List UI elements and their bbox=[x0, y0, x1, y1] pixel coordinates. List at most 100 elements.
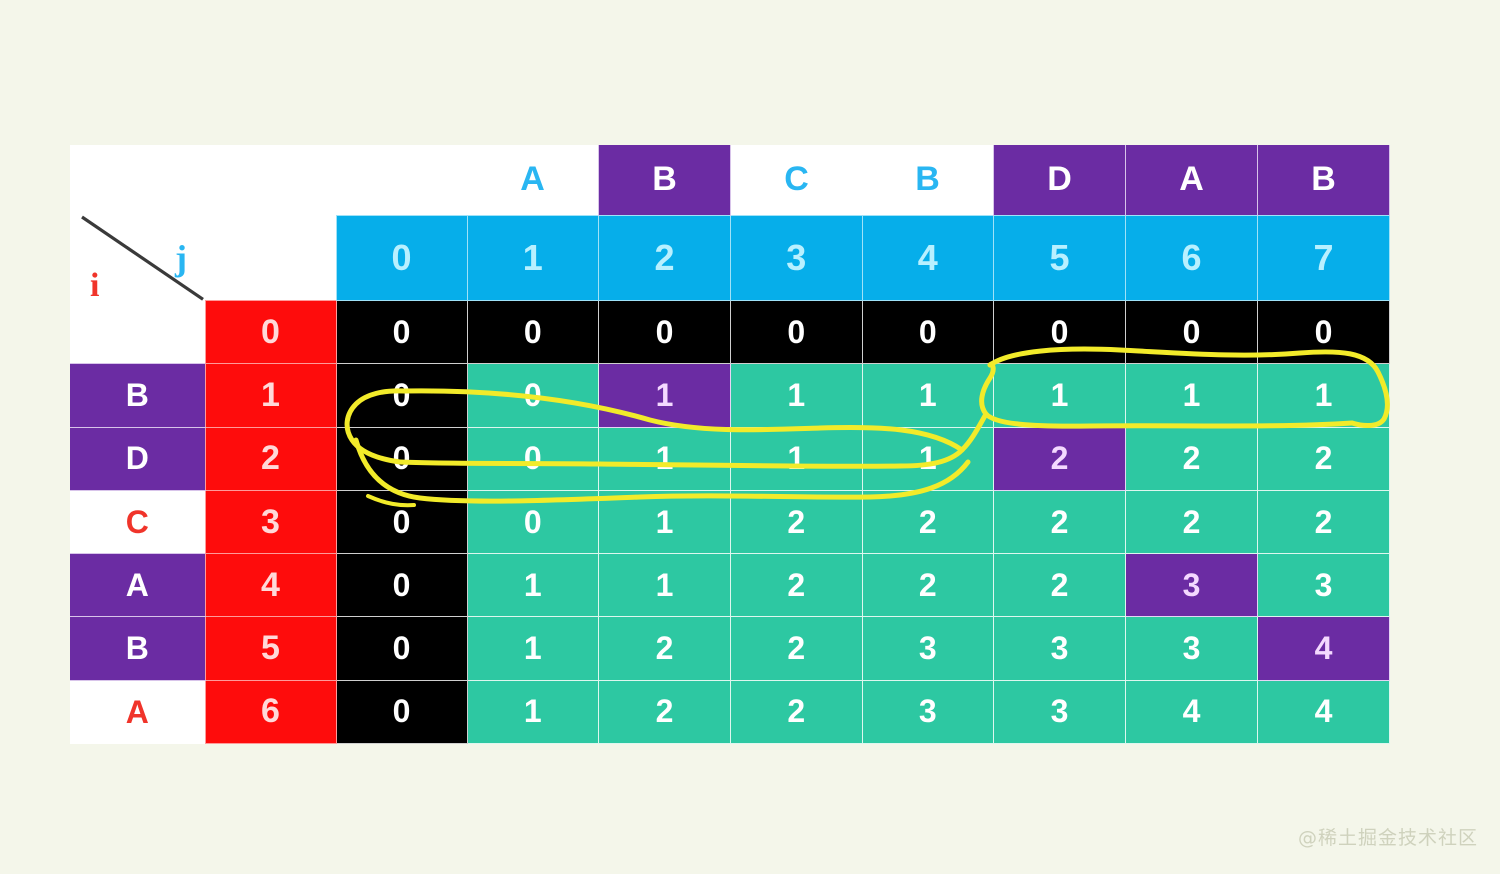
row-index-6: 6 bbox=[204, 679, 337, 745]
cell-2-7: 2 bbox=[1257, 426, 1390, 491]
col-letter-2: B bbox=[598, 145, 731, 216]
col-letter-0 bbox=[336, 145, 467, 216]
axis-corner-cell: i j bbox=[70, 215, 205, 301]
cell-1-4: 1 bbox=[861, 363, 994, 428]
cell-3-7: 2 bbox=[1257, 489, 1390, 555]
table-row: B 1 0 0 1 1 1 1 1 1 bbox=[70, 363, 1390, 428]
index-col-blank bbox=[205, 215, 336, 301]
cell-6-6: 4 bbox=[1125, 679, 1258, 745]
row-index-1: 1 bbox=[204, 363, 337, 428]
row-letter-0 bbox=[70, 300, 205, 364]
row-index-3: 3 bbox=[204, 489, 337, 555]
cell-4-6: 3 bbox=[1125, 553, 1258, 618]
cell-1-1: 0 bbox=[466, 363, 599, 428]
col-index-1: 1 bbox=[466, 214, 599, 302]
cell-1-3: 1 bbox=[730, 363, 863, 428]
cell-5-4: 3 bbox=[861, 616, 994, 681]
col-letter-5: D bbox=[993, 145, 1126, 216]
row-index-4: 4 bbox=[204, 553, 337, 618]
cell-0-3: 0 bbox=[730, 300, 863, 365]
col-index-7: 7 bbox=[1257, 214, 1390, 302]
cell-3-0: 0 bbox=[335, 489, 468, 555]
col-letter-6: A bbox=[1125, 145, 1258, 216]
cell-4-1: 1 bbox=[466, 553, 599, 618]
column-index-row: i j 0 1 2 3 4 5 6 7 bbox=[70, 214, 1390, 302]
cell-2-5: 2 bbox=[993, 426, 1126, 491]
cell-5-3: 2 bbox=[730, 616, 863, 681]
cell-3-1: 0 bbox=[466, 489, 599, 555]
cell-6-5: 3 bbox=[993, 679, 1126, 745]
cell-0-5: 0 bbox=[993, 300, 1126, 365]
column-letters-row: A B C B D A B bbox=[70, 145, 1390, 216]
cell-6-4: 3 bbox=[861, 679, 994, 745]
cell-2-3: 1 bbox=[730, 426, 863, 491]
table-row: A 4 0 1 1 2 2 2 3 3 bbox=[70, 553, 1390, 618]
cell-3-3: 2 bbox=[730, 489, 863, 555]
cell-1-6: 1 bbox=[1125, 363, 1258, 428]
row-index-0: 0 bbox=[204, 300, 337, 365]
table-row: A 6 0 1 2 2 3 3 4 4 bbox=[70, 679, 1390, 745]
cell-5-0: 0 bbox=[335, 616, 468, 681]
col-letter-1: A bbox=[467, 145, 599, 216]
table-row: B 5 0 1 2 2 3 3 3 4 bbox=[70, 616, 1390, 681]
cell-6-1: 1 bbox=[466, 679, 599, 745]
col-index-5: 5 bbox=[993, 214, 1126, 302]
cell-6-3: 2 bbox=[730, 679, 863, 745]
cell-2-1: 0 bbox=[466, 426, 599, 491]
cell-4-2: 1 bbox=[598, 553, 731, 618]
cell-4-0: 0 bbox=[335, 553, 468, 618]
col-letter-4: B bbox=[862, 145, 994, 216]
col-letter-7: B bbox=[1257, 145, 1390, 216]
col-index-6: 6 bbox=[1125, 214, 1258, 302]
col-index-4: 4 bbox=[861, 214, 994, 302]
table-row: C 3 0 0 1 2 2 2 2 2 bbox=[70, 489, 1390, 555]
cell-1-2: 1 bbox=[598, 363, 731, 428]
row-index-2: 2 bbox=[204, 426, 337, 491]
cell-6-7: 4 bbox=[1257, 679, 1390, 745]
cell-0-0: 0 bbox=[335, 300, 468, 365]
cell-0-6: 0 bbox=[1125, 300, 1258, 365]
lcs-dp-table: A B C B D A B i j 0 1 2 bbox=[70, 145, 1390, 745]
col-index-0: 0 bbox=[335, 214, 468, 302]
cell-6-0: 0 bbox=[335, 679, 468, 745]
cell-2-0: 0 bbox=[335, 426, 468, 491]
row-letter-1: B bbox=[70, 363, 205, 428]
row-letter-6: A bbox=[70, 680, 205, 744]
cell-5-7: 4 bbox=[1257, 616, 1390, 681]
col-index-3: 3 bbox=[730, 214, 863, 302]
cell-0-4: 0 bbox=[861, 300, 994, 365]
cell-4-4: 2 bbox=[861, 553, 994, 618]
corner-blank-index bbox=[205, 145, 336, 216]
cell-5-1: 1 bbox=[466, 616, 599, 681]
cell-0-7: 0 bbox=[1257, 300, 1390, 365]
col-index-2: 2 bbox=[598, 214, 731, 302]
table-row: D 2 0 0 1 1 1 2 2 2 bbox=[70, 426, 1390, 491]
cell-4-5: 2 bbox=[993, 553, 1126, 618]
row-letter-4: A bbox=[70, 553, 205, 618]
cell-2-6: 2 bbox=[1125, 426, 1258, 491]
corner-blank-left bbox=[70, 145, 205, 216]
cell-5-6: 3 bbox=[1125, 616, 1258, 681]
dp-table-panel: A B C B D A B i j 0 1 2 bbox=[70, 145, 1390, 745]
cell-2-2: 1 bbox=[598, 426, 731, 491]
axis-label-j: j bbox=[175, 238, 187, 279]
cell-2-4: 1 bbox=[861, 426, 994, 491]
cell-3-6: 2 bbox=[1125, 489, 1258, 555]
row-letter-3: C bbox=[70, 490, 205, 554]
cell-4-7: 3 bbox=[1257, 553, 1390, 618]
cell-0-2: 0 bbox=[598, 300, 731, 365]
cell-0-1: 0 bbox=[466, 300, 599, 365]
col-letter-3: C bbox=[730, 145, 862, 216]
cell-4-3: 2 bbox=[730, 553, 863, 618]
table-row: 0 0 0 0 0 0 0 0 0 bbox=[70, 300, 1390, 365]
row-letter-5: B bbox=[70, 616, 205, 681]
cell-3-2: 1 bbox=[598, 489, 731, 555]
watermark-text: @稀土掘金技术社区 bbox=[1297, 827, 1478, 849]
row-letter-2: D bbox=[70, 426, 205, 491]
cell-5-2: 2 bbox=[598, 616, 731, 681]
cell-1-0: 0 bbox=[335, 363, 468, 428]
cell-3-5: 2 bbox=[993, 489, 1126, 555]
cell-1-5: 1 bbox=[993, 363, 1126, 428]
axis-label-i: i bbox=[90, 267, 100, 301]
cell-1-7: 1 bbox=[1257, 363, 1390, 428]
